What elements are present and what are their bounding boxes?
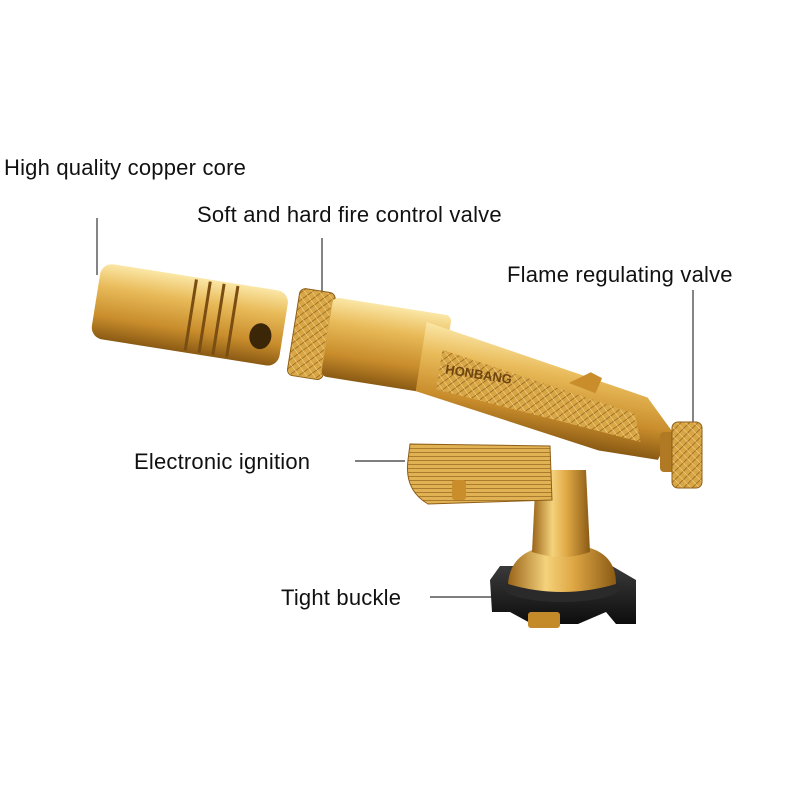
electronic-ignition-housing: [406, 443, 553, 505]
flame-regulating-knob: [660, 421, 703, 489]
label-electronic-ignition: Electronic ignition: [134, 449, 311, 474]
nozzle-grooves: [183, 279, 240, 358]
label-tight-buckle: Tight buckle: [281, 585, 402, 610]
handle-knurl-panel: [436, 349, 641, 442]
ignition-button: [452, 480, 466, 500]
body-tube: [321, 297, 452, 395]
trigger-lever: [568, 372, 603, 394]
air-hole: [249, 323, 272, 350]
base-pin: [528, 612, 560, 628]
label-flame-regulating-valve: Flame regulating valve: [507, 262, 733, 287]
label-copper-core: High quality copper core: [4, 155, 247, 180]
mount-dome: [508, 548, 616, 592]
label-fire-control-valve: Soft and hard fire control valve: [197, 202, 502, 227]
torch-body: HONBANG: [91, 264, 703, 628]
